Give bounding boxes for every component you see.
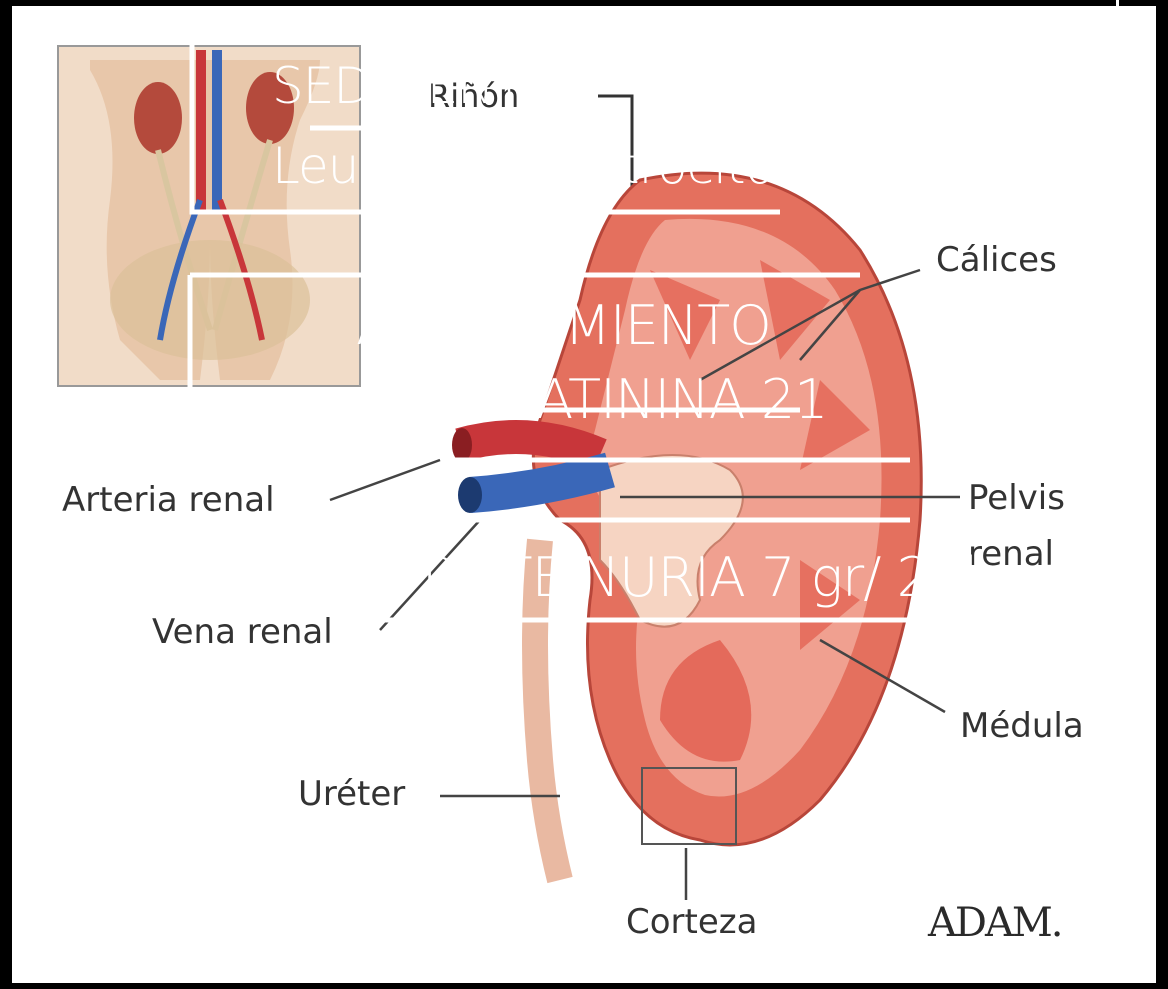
overlay-line-5: PROTEINURIA 7 gr/ 24h <box>390 550 997 607</box>
label-pelvis: Pelvis <box>968 478 1065 518</box>
label-corteza: Corteza <box>626 902 757 942</box>
label-ureter: Uréter <box>298 774 405 814</box>
label-medula: Médula <box>960 706 1084 746</box>
overlay-line-1: SEDIMENTO: ... <box>272 60 636 113</box>
label-calices: Cálices <box>936 240 1057 280</box>
label-vena-renal: Vena renal <box>152 612 333 652</box>
overlay-line-3: ACLARAMIENTO <box>356 298 771 355</box>
overlay-line-2: Leucocitos, Eritrocitos <box>272 140 799 193</box>
adam-logo: ADAM. <box>928 900 1062 946</box>
label-arteria-renal: Arteria renal <box>62 480 275 520</box>
overlay-line-4: CREATININA 21 <box>430 372 828 429</box>
